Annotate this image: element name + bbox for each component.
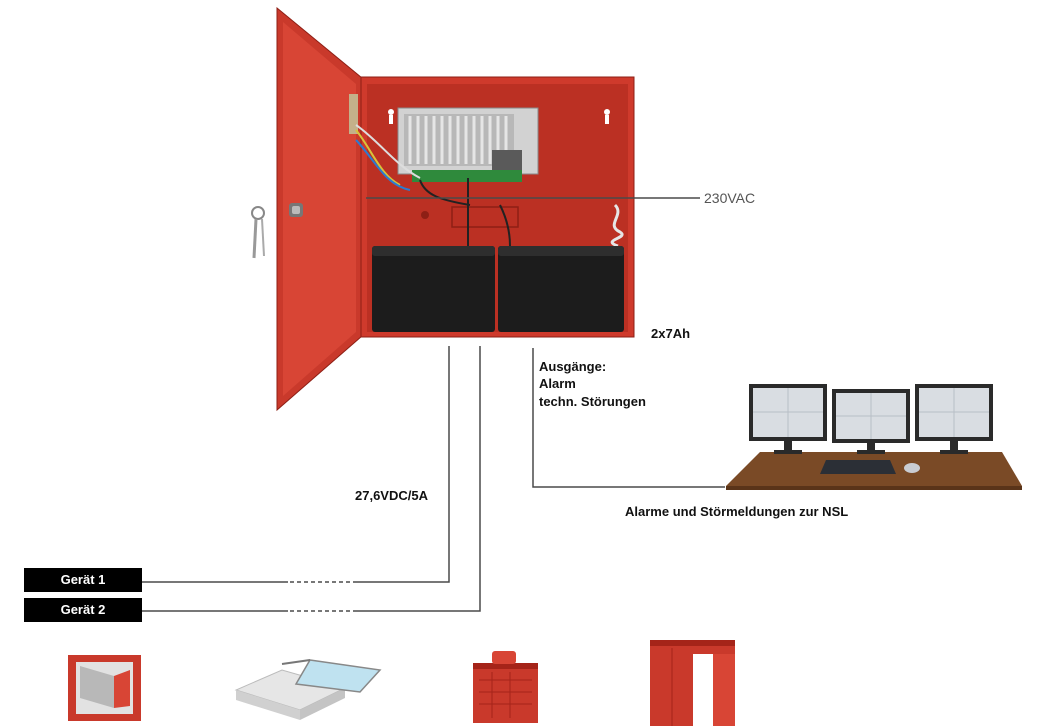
power-supply-cabinet-icon: [251, 6, 635, 412]
keyboard-icon: [820, 460, 896, 474]
device-1-box: Gerät 1: [24, 568, 142, 592]
outputs-faults-label: techn. Störungen: [539, 394, 646, 409]
nsl-label: Alarme und Störmeldungen zur NSL: [625, 504, 849, 519]
battery-icon: [372, 246, 624, 332]
wire-break: [290, 581, 355, 612]
ac-input-label: 230VAC: [704, 190, 756, 206]
sliding-fire-door-icon: [650, 640, 735, 726]
key-icon: [251, 203, 303, 259]
fire-alarm-box-icon: [473, 651, 538, 723]
battery-capacity-label: 2x7Ah: [651, 326, 691, 341]
outputs-title-label: Ausgänge:: [539, 359, 607, 374]
psu-module: [397, 107, 539, 182]
device-2-box: Gerät 2: [24, 598, 142, 622]
fire-damper-icon: [68, 655, 141, 721]
smoke-vent-icon: [234, 659, 382, 720]
monitoring-workstation-icon: [726, 384, 1022, 490]
outputs-alarm-label: Alarm: [539, 376, 576, 391]
mouse-icon: [904, 463, 920, 473]
wiring: [142, 197, 725, 612]
dc-output-label: 27,6VDC/5A: [355, 488, 428, 503]
